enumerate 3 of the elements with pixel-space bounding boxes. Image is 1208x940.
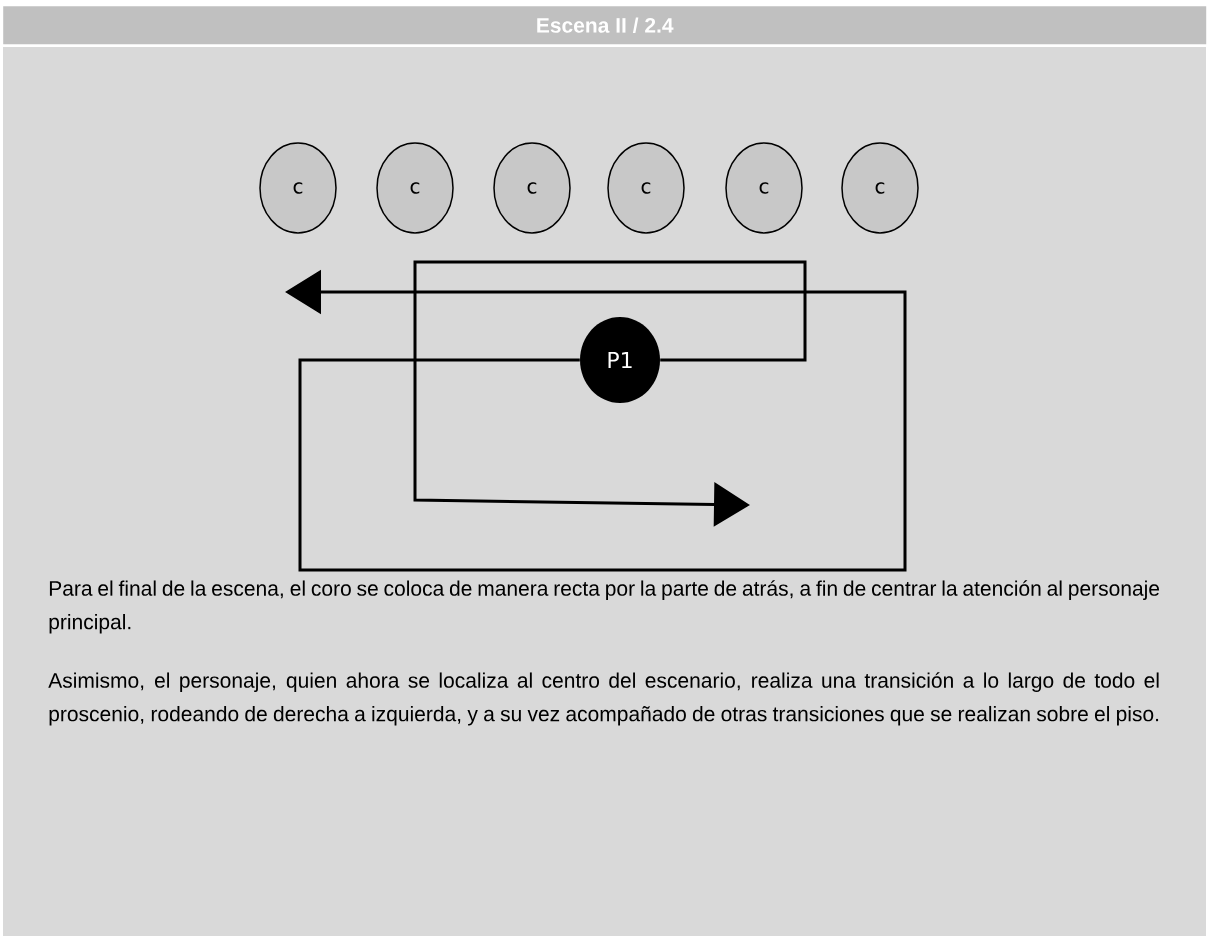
paragraph: Para el final de la escena, el coro se coloca de manera recta por la parte de atrás, a fin de centrar la atención al personaje principal. [49,580,1160,634]
title-bar: Escena II / 2.4 [3,6,1207,45]
paragraph: Asimismo, el personaje, quien ahora se localiza al centro del escenario, realiza una transición a lo largo de todo el proscenio, rodeando de derecha a izquierda, y a su vez acompañado de otras transiciones que se realizan sobre el piso. [48,672,1159,726]
